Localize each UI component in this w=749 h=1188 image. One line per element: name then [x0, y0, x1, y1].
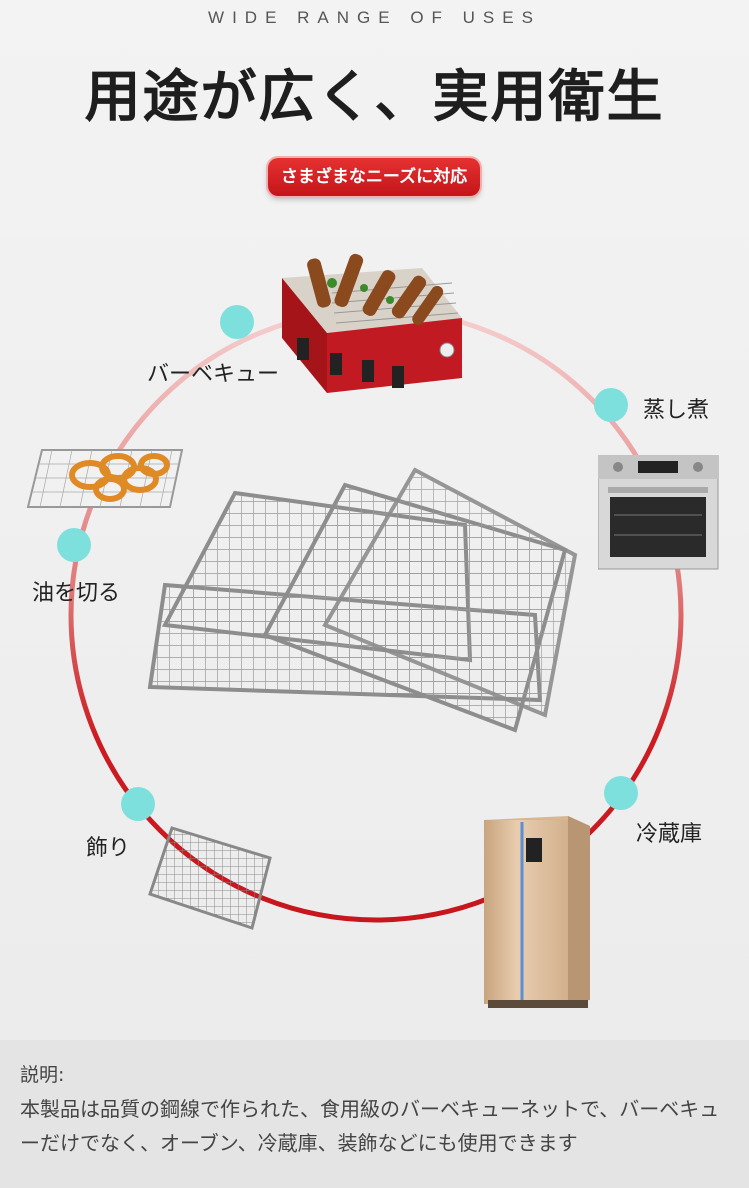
onion-rings-rack-image: [26, 449, 184, 508]
label-decor: 飾り: [86, 836, 131, 861]
label-bbq: バーベキュー: [147, 362, 280, 387]
label-oil: 油を切る: [32, 581, 121, 606]
eyebrow-text: WIDE RANGE OF USES: [208, 8, 541, 27]
needs-badge: さまざまなニーズに対応: [268, 158, 480, 196]
refrigerator-image: [484, 816, 590, 1008]
bbq-grill-image: [282, 253, 462, 393]
hero-section: WIDE RANGE OF USES 用途が広く、実用衛生 さまざまなニーズに対…: [0, 0, 749, 1040]
marker-dot-fridge: [604, 776, 638, 810]
oven-image: [598, 455, 719, 570]
marker-dot-decor: [121, 787, 155, 821]
marker-dot-bbq: [220, 305, 254, 339]
description-text: 本製品は品質の鋼線で作られた、食用級のバーベキューネットで、バーベキューだけでな…: [20, 1097, 720, 1155]
wire-racks-image: [147, 467, 578, 733]
small-rack-image: [148, 826, 272, 930]
marker-dot-steam: [594, 388, 628, 422]
marker-dot-oil: [57, 528, 91, 562]
description-title: 説明:: [20, 1064, 65, 1086]
label-steam: 蒸し煮: [643, 398, 710, 423]
page-title: 用途が広く、実用衛生: [84, 65, 665, 130]
label-fridge: 冷蔵庫: [636, 822, 703, 847]
description-panel: 説明: 本製品は品質の鋼線で作られた、食用級のバーベキューネットで、バーベキュー…: [0, 1040, 749, 1188]
